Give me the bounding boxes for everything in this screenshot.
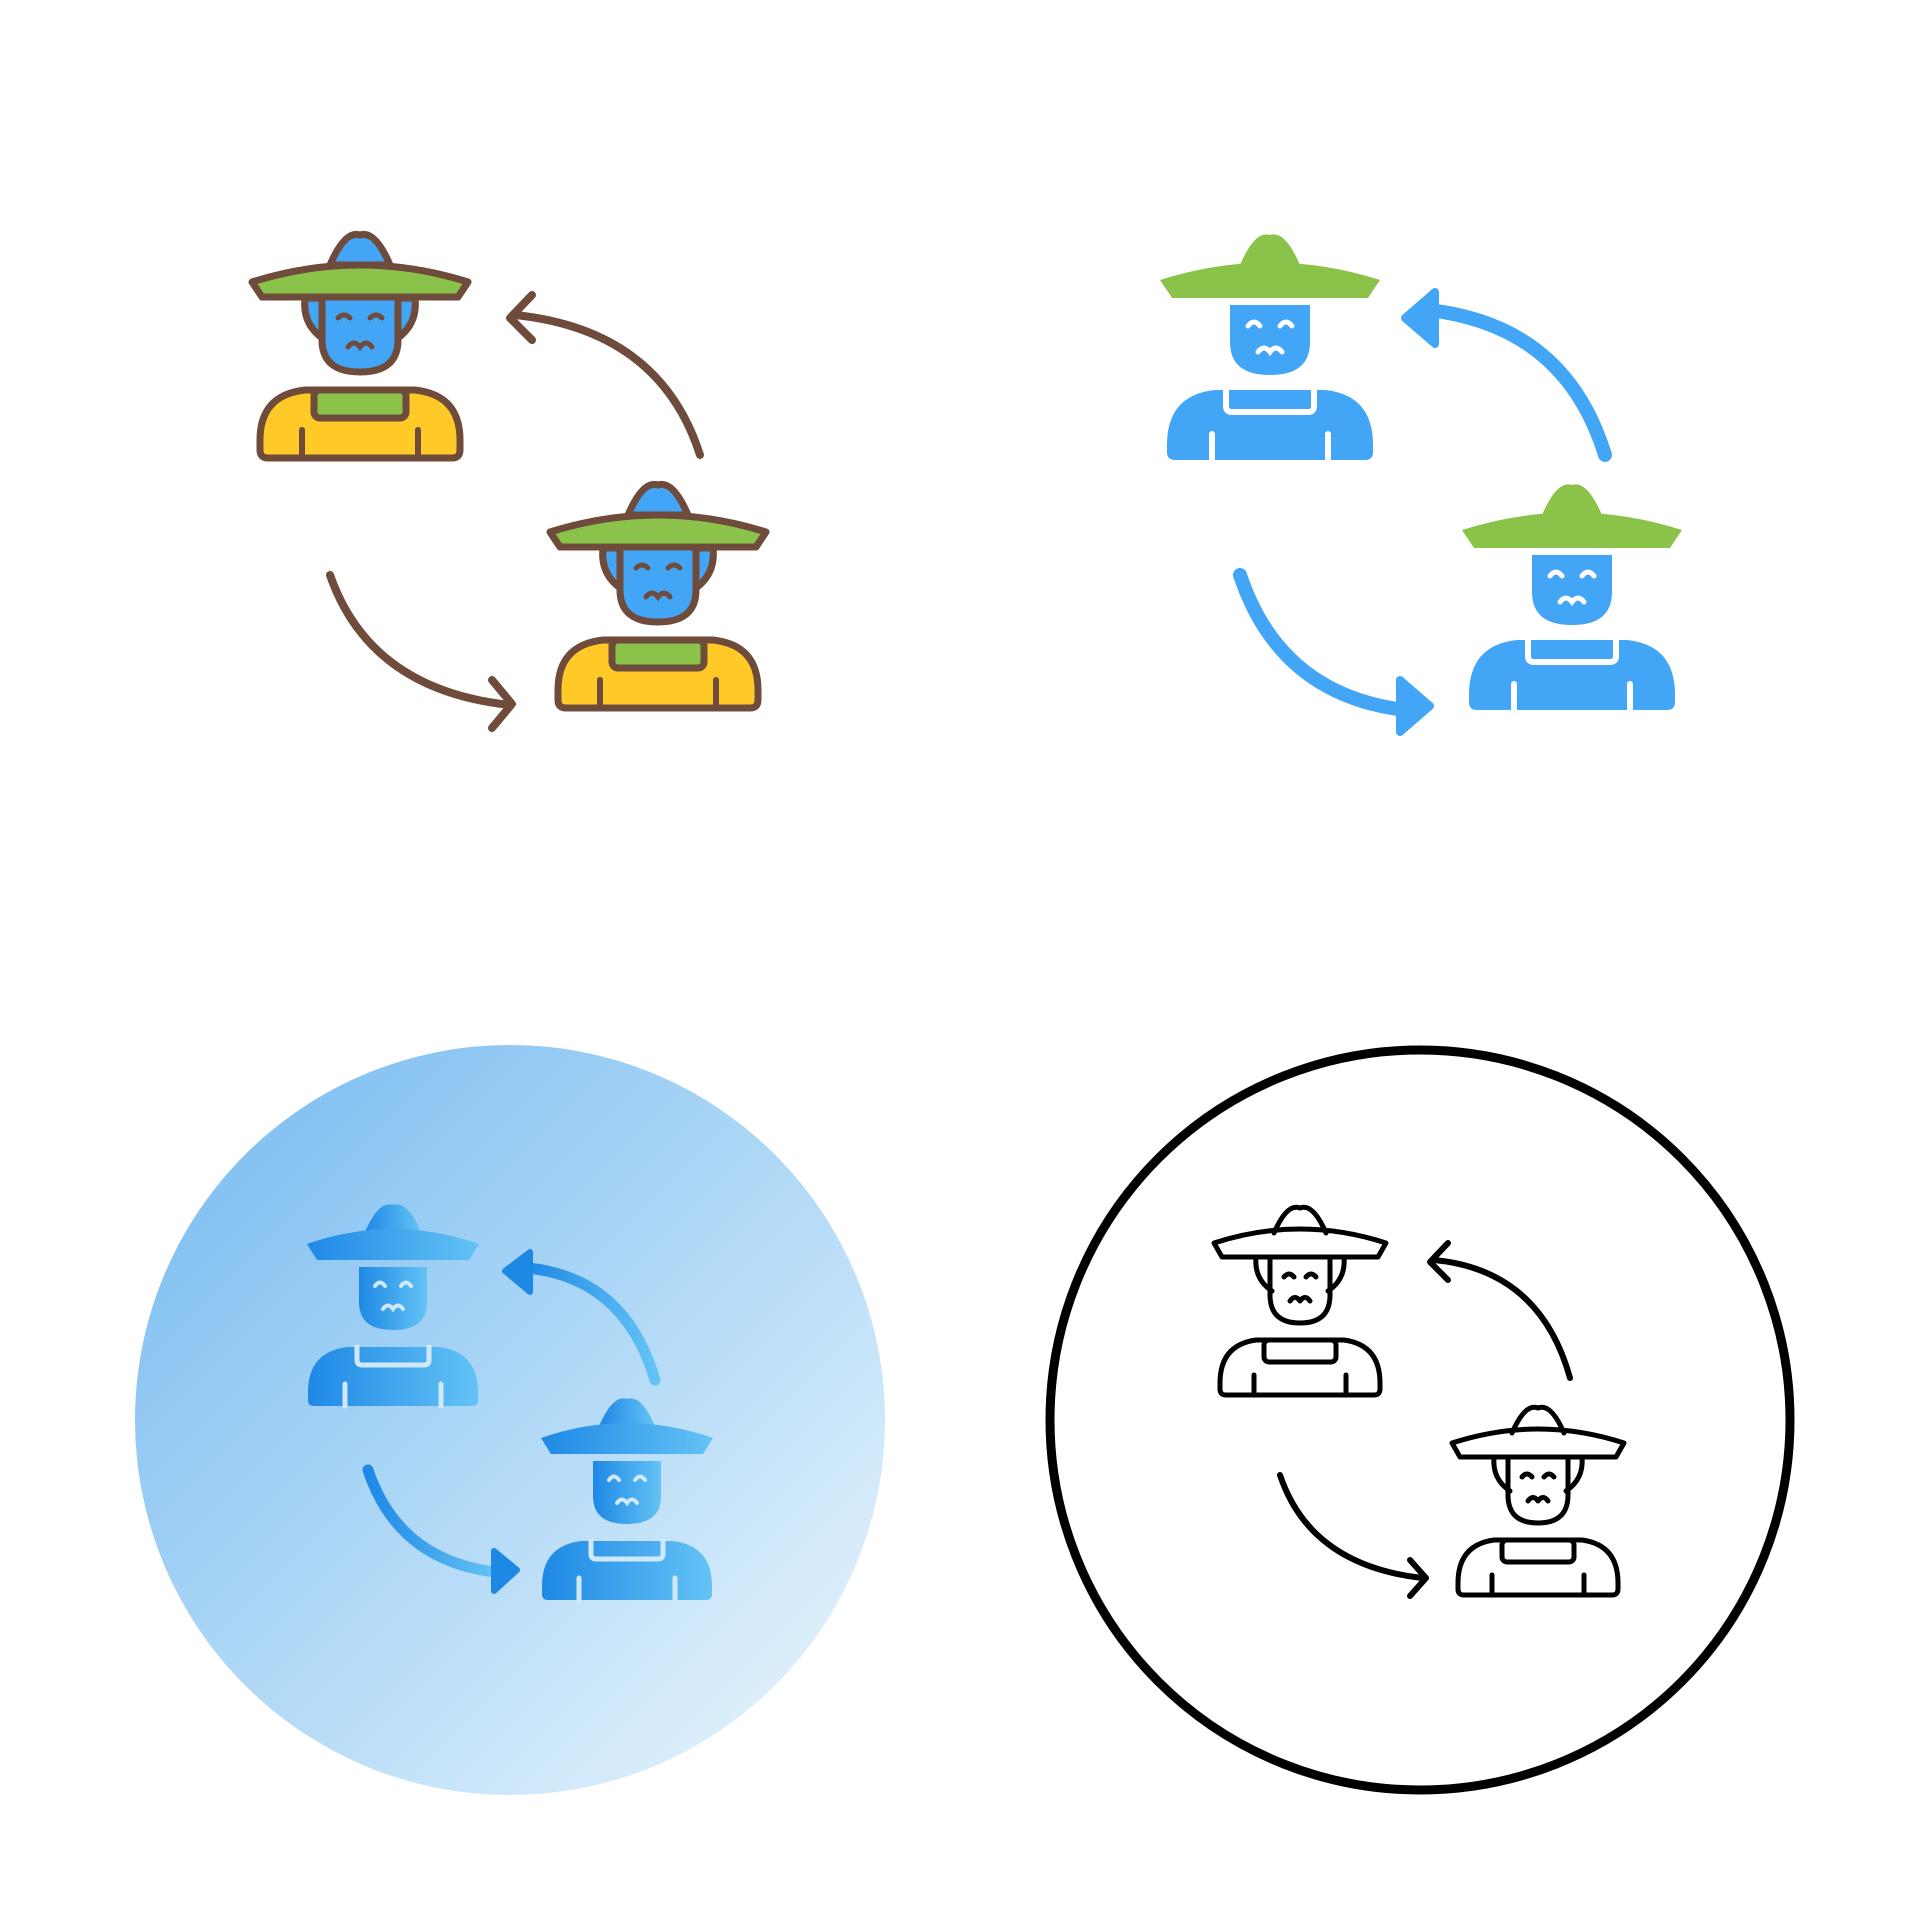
arrow-head-left (506, 291, 536, 344)
arrow-curve-down (1277, 1472, 1425, 1581)
arrow-curve-down (1233, 568, 1412, 717)
arrow-head-right (491, 1548, 520, 1594)
arrow-curve-up (522, 1262, 661, 1386)
arrow-curve-up (1431, 1257, 1573, 1381)
farmer-exchange-icon-gradient (0, 960, 960, 1920)
arrow-head-left (502, 1249, 533, 1295)
farmer-exchange-icon-line (960, 960, 1920, 1920)
farmer-exchange-icon-glyph (960, 0, 1920, 960)
farmer-exchange-icon-filled (0, 0, 960, 960)
farmer-figure-bottom (550, 484, 766, 708)
farmer-exchange-filled-svg (0, 0, 960, 732)
farmer-figure-top (252, 234, 468, 458)
arrow-curve-up (1421, 303, 1612, 462)
farmer-exchange-gradient-svg (135, 1045, 885, 1795)
arrow-head-left (1401, 288, 1439, 348)
farmer-figure-bottom (1462, 484, 1682, 710)
arrow-head-right (1407, 1557, 1429, 1599)
arrow-curve-down (326, 571, 514, 709)
background-circle (135, 1045, 885, 1795)
arrow-curve-down (362, 1464, 501, 1578)
arrow-head-right (1396, 676, 1434, 736)
farmer-exchange-line-svg (1045, 1045, 1795, 1795)
farmer-exchange-glyph-svg (960, 0, 1920, 736)
outline-circle (1045, 1045, 1795, 1795)
arrow-curve-up (511, 311, 704, 459)
farmer-figure-top (1160, 234, 1380, 460)
arrow-head-right (488, 676, 516, 732)
arrow-head-left (1427, 1240, 1451, 1283)
